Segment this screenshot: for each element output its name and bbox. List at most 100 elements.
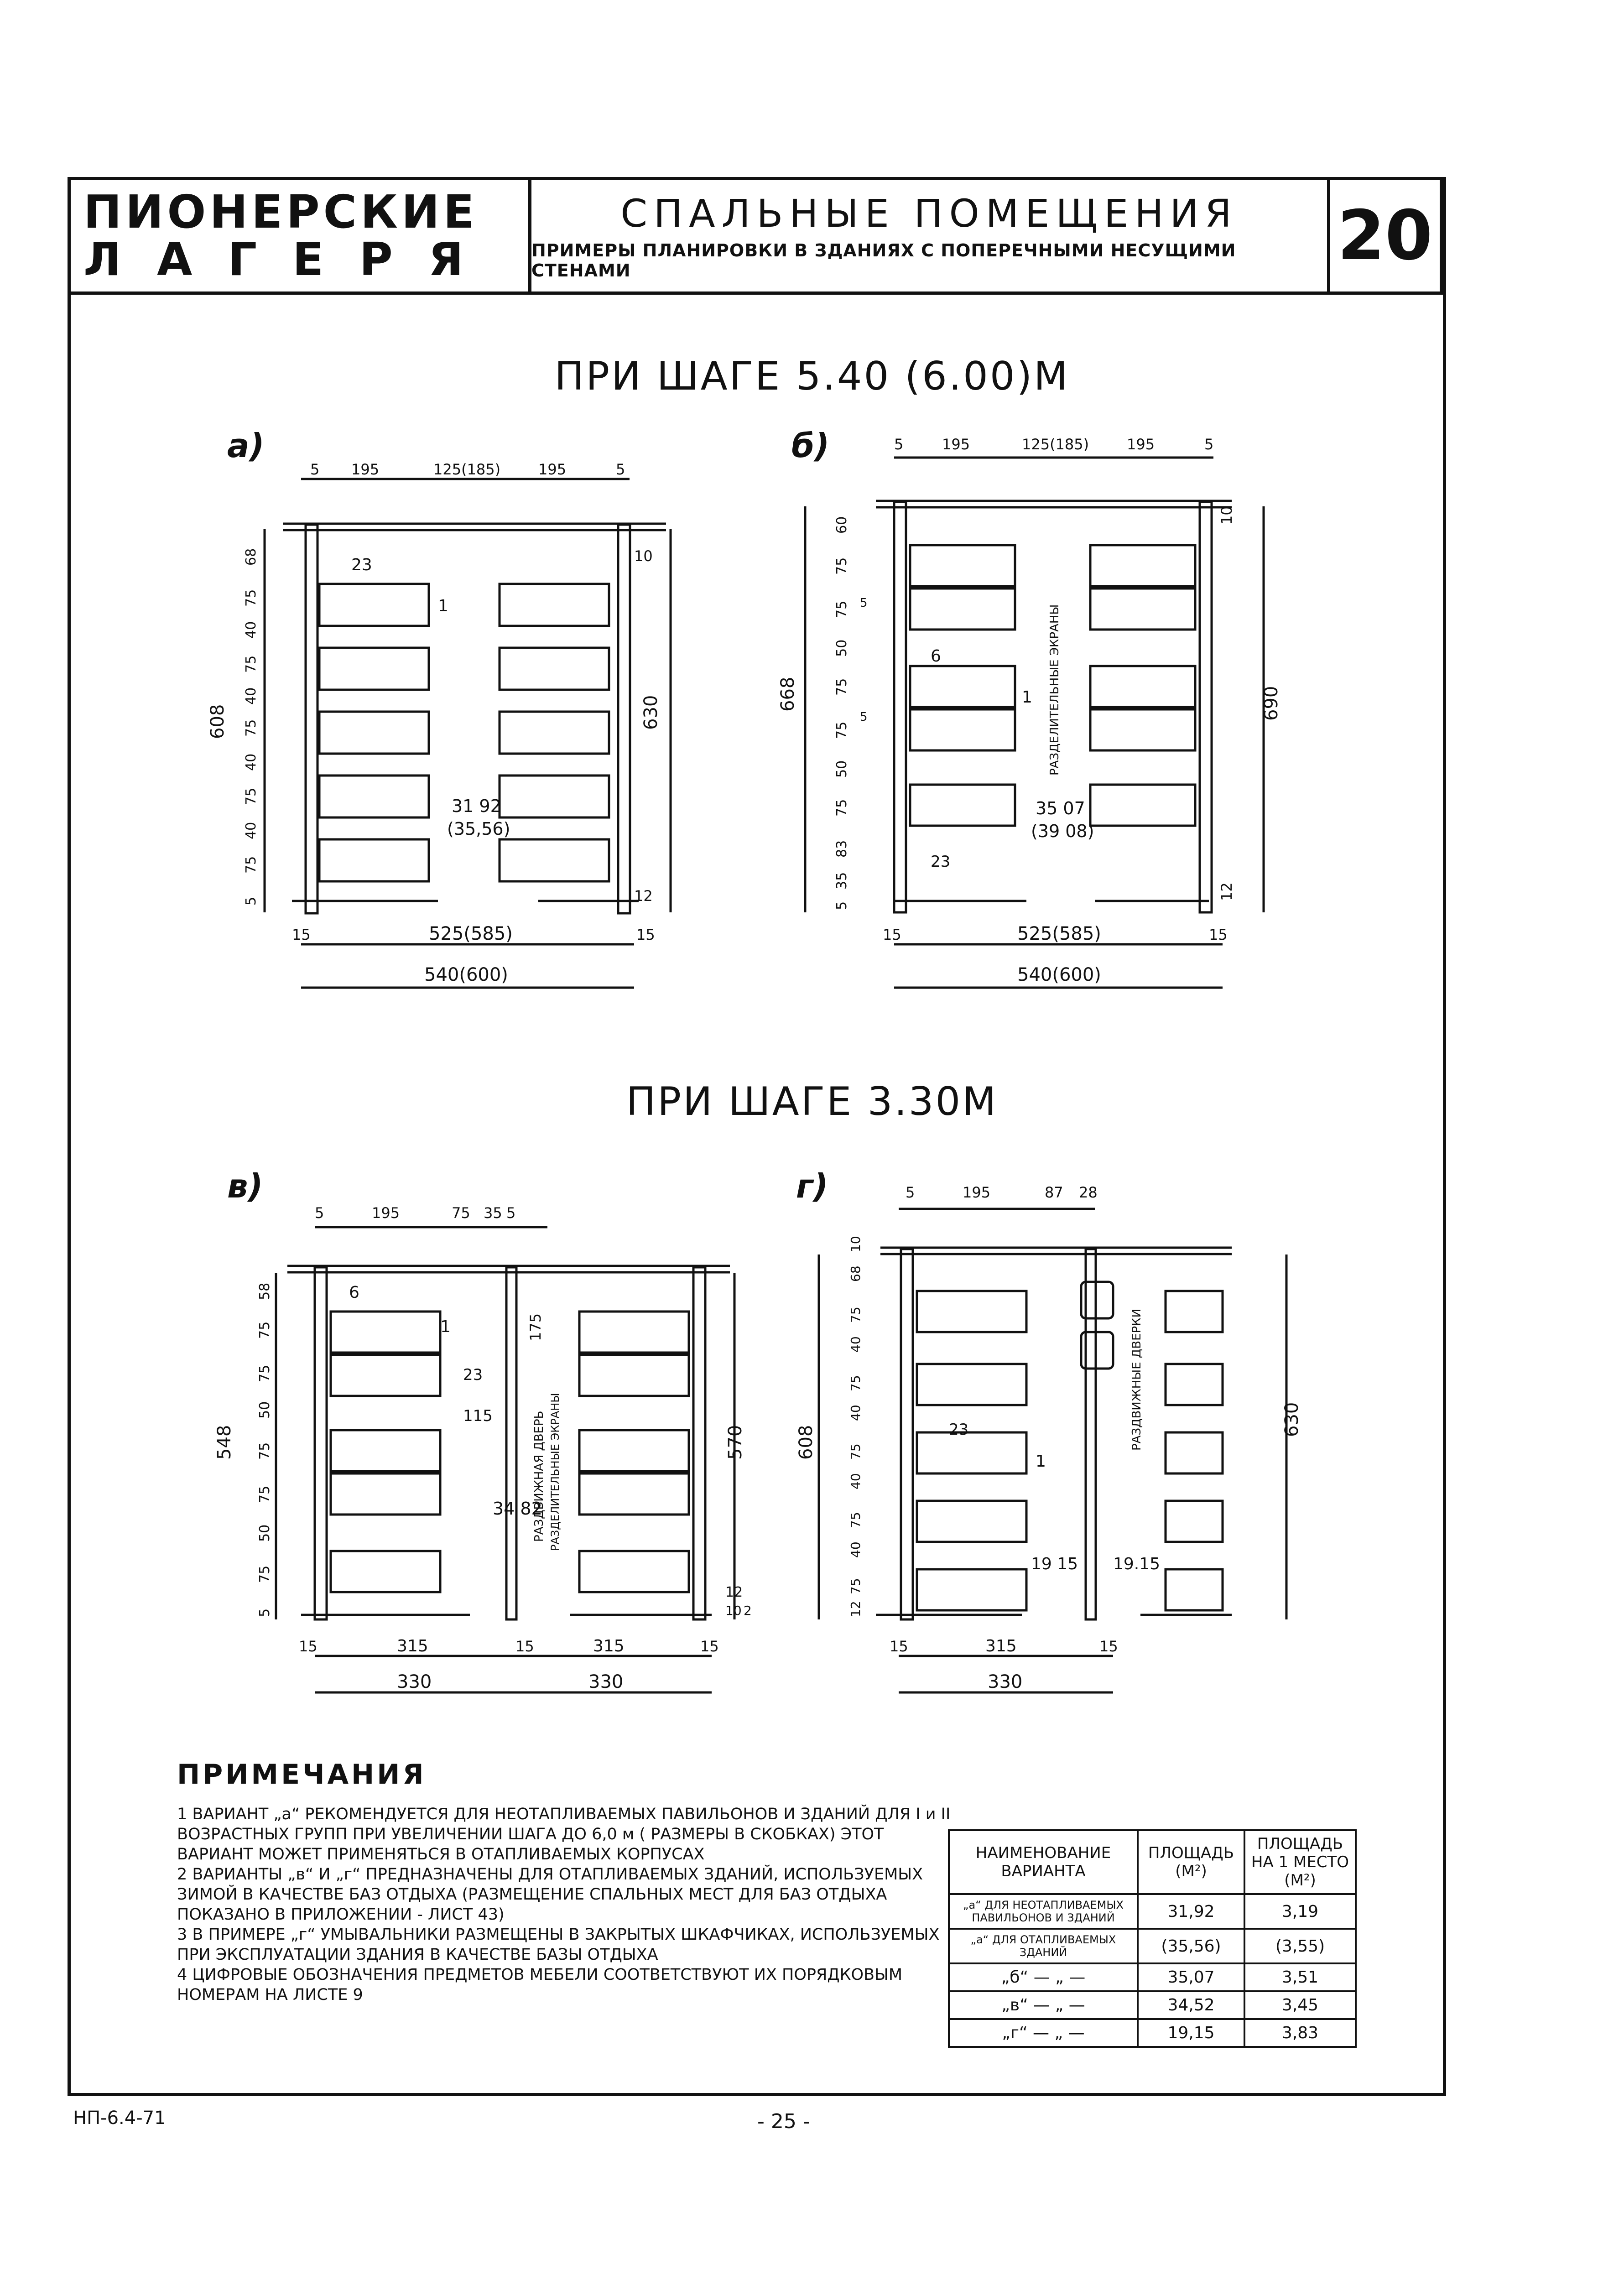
plan-b-left-dim-7: 75 [834, 799, 850, 817]
plan-b-item-6: 6 [931, 647, 941, 666]
plan-g-dim-bottom-2: 15 [1099, 1638, 1118, 1655]
plan-g-item-1: 1 [1036, 1452, 1046, 1471]
plan-b-left-dim-6: 50 [834, 760, 850, 778]
plan-a-dim-top-3: 195 [538, 461, 566, 478]
table-row: „г“ — „ — 19,15 3,83 [948, 2018, 1357, 2048]
plan-b-right-bottom: 12 [1218, 882, 1235, 901]
plan-v-dim-bottom-1: 315 [397, 1637, 428, 1655]
plan-g-dim-bottom-1: 315 [985, 1637, 1017, 1655]
plan-v-left-dim-5: 75 [257, 1486, 273, 1503]
table-cell: „а“ ДЛЯ НЕОТАПЛИВАЕМЫХ ПАВИЛЬОНОВ И ЗДАН… [948, 1893, 1139, 1930]
plan-v-dim-top-2: 75 [452, 1204, 470, 1222]
plan-b-item-23: 23 [931, 853, 950, 871]
table-cell: „в“ — „ — [948, 1990, 1139, 2020]
plan-b-screens: РАЗДЕЛИТЕЛЬНЫЕ ЭКРАНЫ [1048, 604, 1062, 776]
series-title-line2: ЛАГЕРЯ [83, 233, 499, 286]
plan-a-left-dim-4: 40 [243, 687, 259, 705]
plan-a-dim-top-4: 5 [616, 461, 625, 478]
plan-g-area-left: 19 15 [1031, 1555, 1078, 1573]
area-table: НАИМЕНОВАНИЕ ВАРИАНТА ПЛОЩАДЬ (М²) ПЛОЩА… [948, 1829, 1357, 2048]
plan-b-dim-bottom-1: 525(585) [1017, 923, 1101, 944]
plan-v-area: 34 82 [493, 1499, 542, 1519]
plan-a-dim-bottom-2: 15 [636, 926, 655, 943]
plan-a-dim-bottom-1: 525(585) [429, 923, 513, 944]
plan-v-screens: РАЗДЕЛИТЕЛЬНЫЕ ЭКРАНЫ [549, 1393, 562, 1551]
plan-v-dim-bottom-2: 15 [515, 1638, 534, 1655]
plan-g-left-dim-4: 75 [848, 1375, 863, 1391]
plan-b-left-small-0: 5 [860, 596, 868, 610]
plan-v-left-total: 548 [214, 1425, 235, 1460]
plan-v-right-small-1: 10 [725, 1603, 742, 1618]
plan-g-dim-top-1: 195 [963, 1184, 990, 1201]
plan-b-dim-top-2: 125(185) [1022, 436, 1089, 453]
plan-v-item-1: 1 [440, 1317, 451, 1336]
document-code: НП-6.4-71 [73, 2108, 166, 2129]
plan-b-left-dim-5: 75 [834, 722, 850, 739]
plan-v-left-dim-2: 75 [257, 1365, 273, 1382]
plan-a-left-dim-3: 75 [243, 656, 259, 673]
notes-title: ПРИМЕЧАНИЯ [177, 1759, 427, 1791]
table-cell: 3,45 [1244, 1990, 1357, 2020]
plan-a-area: 31 92 [452, 796, 501, 816]
plan-a-left-dim-8: 40 [243, 822, 259, 839]
plan-a-left-dim-0: 68 [243, 548, 259, 566]
plan-g-dim-total: 330 [988, 1671, 1022, 1692]
plan-b-dim-bottom-2: 15 [1209, 926, 1228, 943]
plan-b-dim-top-4: 5 [1204, 436, 1213, 453]
plan-a-dim-top-1: 195 [351, 461, 379, 478]
plan-b-dim-bottom-0: 15 [883, 926, 901, 943]
plan-v-dim-bottom-0: 15 [299, 1638, 318, 1655]
plan-v-dim-bottom-4: 15 [700, 1638, 719, 1655]
plan-g-left-dim-3: 40 [848, 1336, 863, 1353]
page-frame [68, 177, 1446, 2096]
plan-a-right-small: 10 [634, 547, 653, 565]
plan-b-left-dim-3: 50 [834, 640, 850, 657]
plan-v-dim-bottom-3: 315 [593, 1637, 625, 1655]
plan-g-left-dim-0: 10 [848, 1236, 863, 1252]
plan-v-dim-top-1: 195 [372, 1204, 400, 1222]
plan-a-item-23: 23 [351, 556, 372, 574]
plan-a-item-1: 1 [438, 597, 448, 615]
table-row: „а“ ДЛЯ НЕОТАПЛИВАЕМЫХ ПАВИЛЬОНОВ И ЗДАН… [948, 1893, 1357, 1930]
plan-g-dim-top-0: 5 [906, 1184, 915, 1201]
plan-g-left-dim-1: 68 [848, 1265, 863, 1282]
plan-g-left-dim-9: 40 [848, 1541, 863, 1558]
sheet-title: СПАЛЬНЫЕ ПОМЕЩЕНИЯ [620, 191, 1238, 236]
plan-g-left-dim-2: 75 [848, 1307, 863, 1323]
plan-g-item-23: 23 [949, 1421, 968, 1439]
plan-a-area-alt: (35,56) [447, 819, 510, 839]
table-cell: (3,55) [1244, 1928, 1357, 1964]
plan-v-dim-top-0: 5 [315, 1204, 324, 1222]
table-header-area-per-place: ПЛОЩАДЬ НА 1 МЕСТО (М²) [1244, 1829, 1357, 1895]
sheet-subtitle: ПРИМЕРЫ ПЛАНИРОВКИ В ЗДАНИЯХ С ПОПЕРЕЧНЫ… [531, 240, 1236, 281]
plan-v-dim-top-3: 35 [484, 1204, 502, 1222]
plan-v-left-dim-6: 50 [257, 1525, 273, 1542]
plan-b-area: 35 07 [1036, 798, 1085, 818]
plan-b-dim-top-0: 5 [894, 436, 903, 453]
plan-b-left-dim-2: 75 [834, 601, 850, 618]
plan-v-right-small-2: 2 [744, 1603, 752, 1618]
plan-v-door: РАЗДВИЖНАЯ ДВЕРЬ [532, 1411, 546, 1542]
plan-g-left-total: 608 [796, 1425, 817, 1460]
plan-v-right-total: 570 [725, 1425, 746, 1460]
note-1: 1 ВАРИАНТ „а“ РЕКОМЕНДУЕТСЯ ДЛЯ НЕОТАПЛИ… [177, 1805, 951, 1864]
plan-a-left-dim-2: 40 [243, 621, 259, 639]
plan-a-left-dim-5: 75 [243, 719, 259, 737]
sheet-header: ПИОНЕРСКИЕ ЛАГЕРЯ СПАЛЬНЫЕ ПОМЕЩЕНИЯ ПРИ… [68, 177, 1443, 295]
table-cell: 34,52 [1137, 1990, 1245, 2020]
plan-a-left-dim-6: 40 [243, 754, 259, 771]
plan-v-total-1: 330 [588, 1671, 623, 1692]
plan-g-left-dim-6: 75 [848, 1443, 863, 1460]
section-title-540: ПРИ ШАГЕ 5.40 (6.00)М [554, 354, 1070, 399]
plan-b-left-dim-4: 75 [834, 678, 850, 696]
plan-b-dim-top-1: 195 [942, 436, 970, 453]
plan-v-left-dim-4: 75 [257, 1442, 273, 1460]
table-cell: 3,83 [1244, 2018, 1357, 2048]
plan-b-left-dim-10: 5 [834, 901, 850, 910]
plan-b-dim-total: 540(600) [1017, 964, 1101, 985]
plan-g-left-dim-8: 75 [848, 1512, 863, 1528]
table-cell: 31,92 [1137, 1893, 1245, 1930]
plan-g-doors: РАЗДВИЖНЫЕ ДВЕРКИ [1130, 1309, 1144, 1451]
table-cell: „б“ — „ — [948, 1962, 1139, 1992]
plan-b-left-dim-9: 35 [834, 872, 850, 890]
